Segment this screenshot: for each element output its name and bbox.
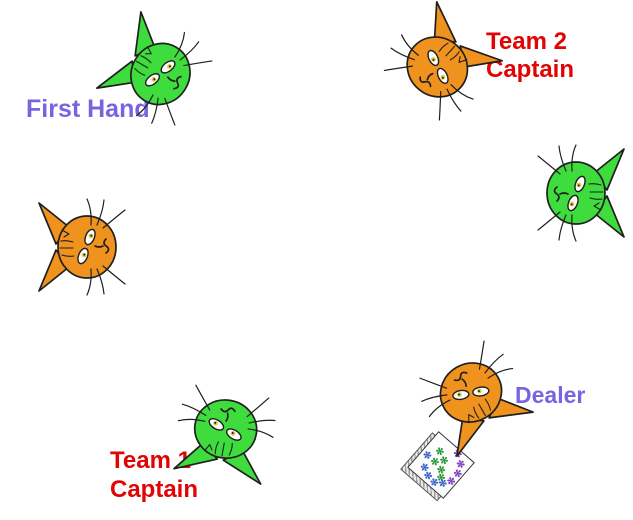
first-hand-cat: [89, 4, 226, 141]
label-dealer: Dealer: [515, 382, 586, 408]
cat-face-icon: [96, 11, 213, 126]
right-player-cat: [530, 143, 630, 243]
team-1-captain-cat: [167, 375, 283, 491]
label-first-hand: First Hand: [26, 95, 150, 123]
cat-face-icon: [383, 1, 503, 121]
cat-face-icon: [173, 384, 276, 485]
team-2-captain-cat: [369, 0, 510, 135]
dealer-cat: [405, 328, 542, 465]
cat-face-icon: [537, 144, 625, 242]
cat-face-icon: [38, 198, 126, 296]
label-team-1: Team 1 Captain: [110, 447, 199, 503]
label-team-2: Team 2 Captain: [486, 28, 575, 83]
cat-face-icon: [419, 340, 534, 457]
left-player-cat: [33, 197, 133, 297]
